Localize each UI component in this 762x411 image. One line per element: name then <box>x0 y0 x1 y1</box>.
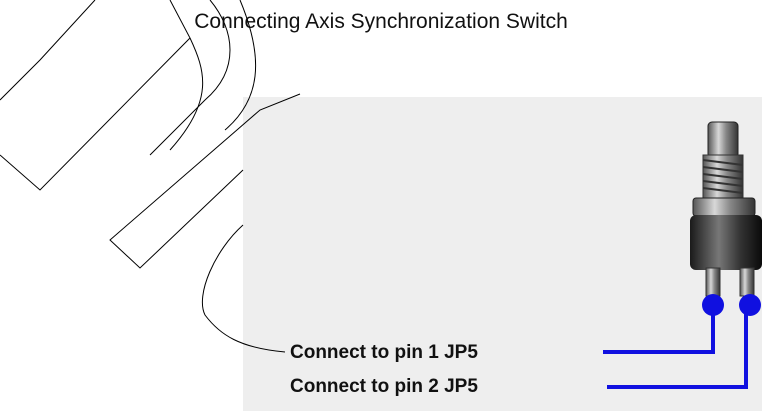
watermark-outline <box>0 0 301 353</box>
wiring <box>603 305 748 389</box>
push-button-switch <box>690 121 762 297</box>
photo-panel <box>243 97 762 411</box>
wire-pin-2 <box>607 305 748 389</box>
pin-1-label: Connect to pin 1 JP5 <box>290 342 478 363</box>
solder-dot-2 <box>739 294 761 316</box>
page-title: Connecting Axis Synchronization Switch <box>194 10 568 33</box>
pin-2-label: Connect to pin 2 JP5 <box>290 376 478 397</box>
solder-dot-1 <box>702 294 724 316</box>
wire-pin-1 <box>603 305 715 354</box>
